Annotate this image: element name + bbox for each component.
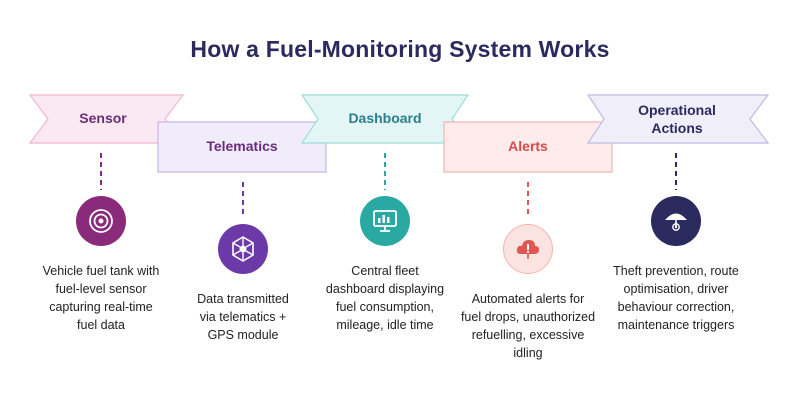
- alerts-description: Automated alerts for fuel drops, unautho…: [440, 290, 616, 362]
- dashboard-icon-circle: [360, 196, 410, 246]
- actions-icon-circle: [651, 196, 701, 246]
- actions-label-line: Actions: [651, 120, 703, 136]
- telematics-label: Telematics: [206, 138, 278, 154]
- sensor-label: Sensor: [79, 110, 127, 126]
- description-line: capturing real-time: [49, 300, 153, 314]
- sensor-icon-circle: [76, 196, 126, 246]
- description-line: via telematics +: [199, 310, 287, 324]
- description-line: mileage, idle time: [336, 318, 434, 332]
- cloud-alert-icon: [516, 240, 540, 259]
- description-line: fuel drops, unauthorized: [460, 310, 596, 324]
- description-line: fuel-level sensor: [55, 282, 147, 296]
- description-line: GPS module: [207, 328, 279, 342]
- description-line: dashboard displaying: [325, 282, 445, 296]
- telematics-description: Data transmitted via telematics + GPS mo…: [165, 290, 321, 344]
- description-line: fuel consumption,: [336, 300, 434, 314]
- description-line: fuel data: [77, 318, 125, 332]
- description-line: optimisation, driver: [623, 282, 729, 296]
- alerts-icon-circle: [503, 224, 553, 274]
- actions-description: Theft prevention, route optimisation, dr…: [596, 262, 756, 334]
- description-line: Central fleet: [351, 264, 419, 278]
- description-line: refuelling, excessive: [471, 328, 585, 342]
- description-line: Theft prevention, route: [613, 264, 739, 278]
- dashboard-label: Dashboard: [348, 110, 422, 126]
- description-line: Data transmitted: [197, 292, 289, 306]
- description-line: maintenance triggers: [617, 318, 735, 332]
- alerts-label: Alerts: [508, 138, 548, 154]
- telematics-icon-circle: [218, 224, 268, 274]
- description-line: Vehicle fuel tank with: [42, 264, 160, 278]
- description-line: Automated alerts for: [471, 292, 585, 306]
- monitor-icon: [373, 210, 397, 232]
- actions-label: Operational Actions: [604, 101, 750, 137]
- actions-label-line: Operational: [638, 102, 716, 118]
- page-title: How a Fuel-Monitoring System Works: [190, 36, 610, 62]
- description-line: idling: [513, 346, 543, 360]
- description-line: behaviour correction,: [617, 300, 735, 314]
- actions-banner: [586, 94, 770, 144]
- network-icon: [232, 236, 254, 262]
- alerts-banner: [443, 121, 613, 173]
- sensor-description: Vehicle fuel tank with fuel-level sensor…: [20, 262, 182, 334]
- dashboard-description: Central fleet dashboard displaying fuel …: [303, 262, 467, 334]
- umbrella-icon: [665, 213, 687, 231]
- sensor-icon: [89, 209, 113, 233]
- telematics-banner: [157, 121, 327, 173]
